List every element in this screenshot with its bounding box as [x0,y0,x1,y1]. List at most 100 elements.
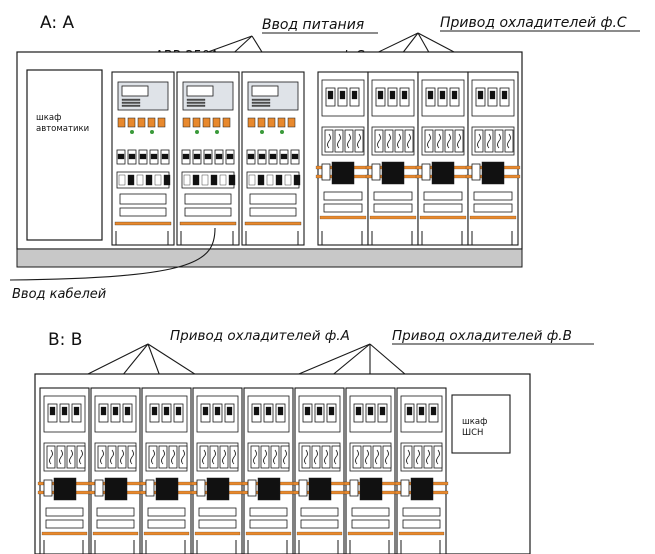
avr-controller-line [121,98,141,101]
relay-module [147,117,156,128]
breaker-handle [182,153,190,160]
breaker-handle [128,153,136,160]
auxiliary-relay [471,163,481,181]
fuse-symbol [355,449,359,465]
busbar [114,221,172,226]
fuse-symbol [497,133,501,149]
terminal [201,174,209,186]
breaker-handle [204,153,212,160]
fuse-symbol [273,449,277,465]
terminal [145,174,153,186]
breaker-pole-handle [226,406,233,416]
lower-module [96,519,135,529]
breaker-pole-handle [477,90,484,100]
busbar-bottom [347,531,394,536]
breaker-pole-handle [430,406,437,416]
fuse-symbol [79,449,83,465]
frequency-drive-unit [257,477,281,501]
section-a-title: A: A [40,13,74,33]
status-indicator [280,130,284,134]
breaker-handle [117,153,125,160]
section-b: B: B Привод охладителей ф.А Привод охлад… [34,328,594,554]
fuse-symbol [436,449,440,465]
base-plinth-a [16,248,523,268]
lower-module [249,519,288,529]
cooler-drive-b-label: Привод охладителей ф.В [392,328,572,344]
fuse-symbol [327,133,331,149]
breaker-handle [269,153,277,160]
avr-controller-line [186,104,206,107]
lower-module [300,507,339,517]
auxiliary-relay [298,479,308,497]
breaker-pole-handle [112,406,119,416]
terminal [127,174,135,186]
fuse-symbol [232,449,236,465]
status-indicator [260,130,264,134]
busbar-bottom [92,531,139,536]
lower-module [323,191,363,201]
lower-module [373,203,413,213]
busbar-bottom [245,531,292,536]
breaker-pole-handle [304,406,311,416]
cooler-drive-column [292,387,347,554]
busbar-bottom [194,531,241,536]
breaker-pole-handle [100,406,107,416]
frequency-drive-unit [53,477,77,501]
breaker-pole-handle [328,406,335,416]
breaker-pole-handle [406,406,413,416]
meter-module [249,207,297,217]
fuse-symbol [357,133,361,149]
breaker-pole-handle [163,406,170,416]
terminal [219,174,227,186]
avr-column [241,71,305,246]
meter-module [184,207,232,217]
fuse-symbol [304,449,308,465]
lower-module [249,507,288,517]
relay-module [277,117,286,128]
cooler-drive-column [415,71,471,246]
auxiliary-relay [349,479,359,497]
auxiliary-relay [94,479,104,497]
breaker-handle [247,153,255,160]
breaker-handle [139,153,147,160]
lower-module [96,507,135,517]
fuse-symbol [387,133,391,149]
cooler-drive-column [241,387,296,554]
breaker-pole-handle [214,406,221,416]
fuse-symbol [59,449,63,465]
frequency-drive-unit [381,161,405,185]
breaker-pole-handle [418,406,425,416]
relay-module [222,117,231,128]
avr-controller-line [121,104,141,107]
fuse-symbol [437,133,441,149]
terminal [183,174,191,186]
lower-module [473,191,513,201]
fuse-symbol [365,449,369,465]
fuse-symbol [130,449,134,465]
cooler-drive-column [315,71,371,246]
breaker-pole-handle [401,90,408,100]
breaker-pole-handle [124,406,131,416]
breaker-handle [280,153,288,160]
automation-cabinet-label-2: автоматики [36,124,89,134]
lower-module [402,507,441,517]
breaker-pole-handle [339,90,346,100]
auxiliary-relay [196,479,206,497]
terminal [163,174,171,186]
frequency-drive-unit [481,161,505,185]
fuse-symbol [477,133,481,149]
breaker-handle [193,153,201,160]
fuse-symbol [397,133,401,149]
terminal [210,174,218,186]
relay-module [247,117,256,128]
cooler-drive-column [465,71,521,246]
relay-module [287,117,296,128]
breaker-pole-handle [277,406,284,416]
frequency-drive-unit [104,477,128,501]
fuse-symbol [110,449,114,465]
busbar-bottom [319,215,367,220]
auxiliary-relay [43,479,53,497]
frequency-drive-unit [410,477,434,501]
meter-module [119,207,167,217]
